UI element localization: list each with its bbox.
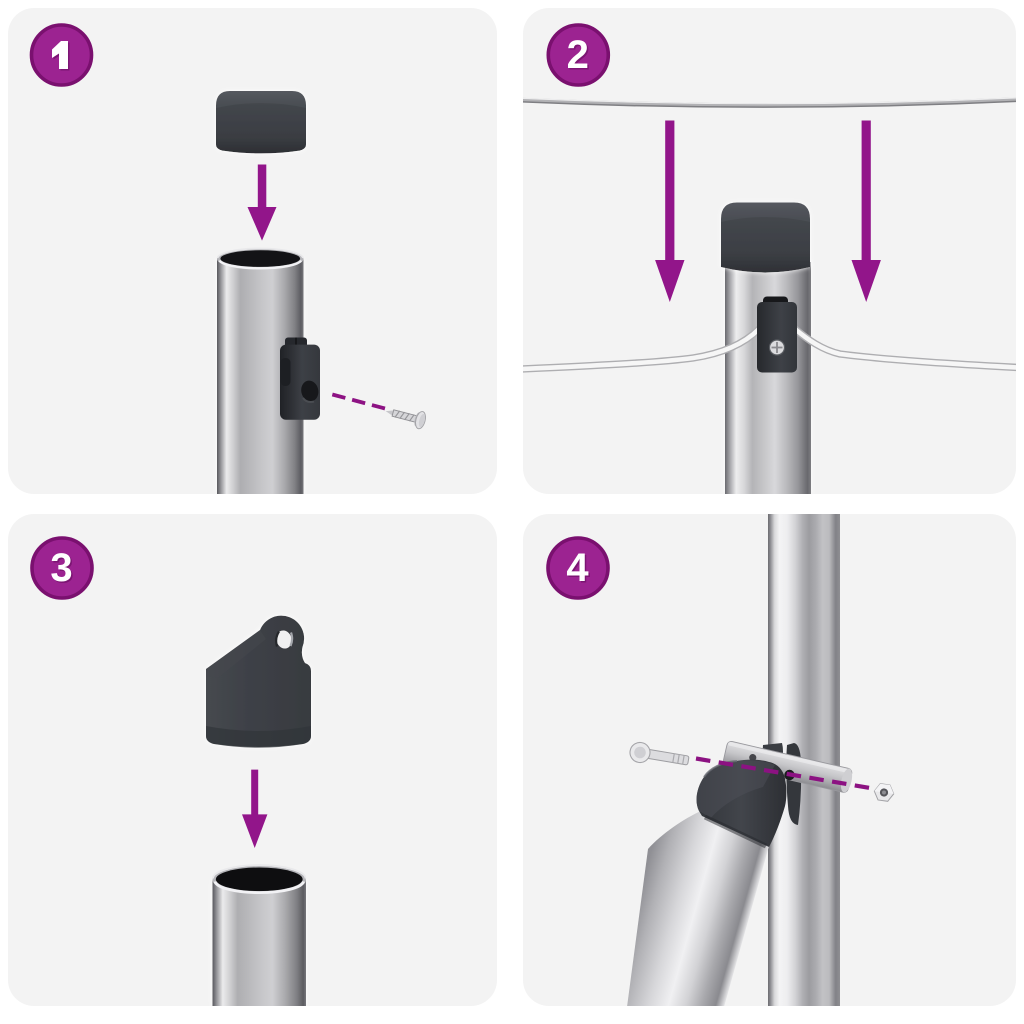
svg-text:3: 3	[52, 548, 74, 592]
svg-text:4: 4	[566, 546, 589, 590]
svg-text:2: 2	[567, 33, 589, 77]
svg-text:4: 4	[568, 548, 591, 592]
svg-text:3: 3	[50, 546, 72, 590]
svg-text:2: 2	[568, 35, 590, 79]
